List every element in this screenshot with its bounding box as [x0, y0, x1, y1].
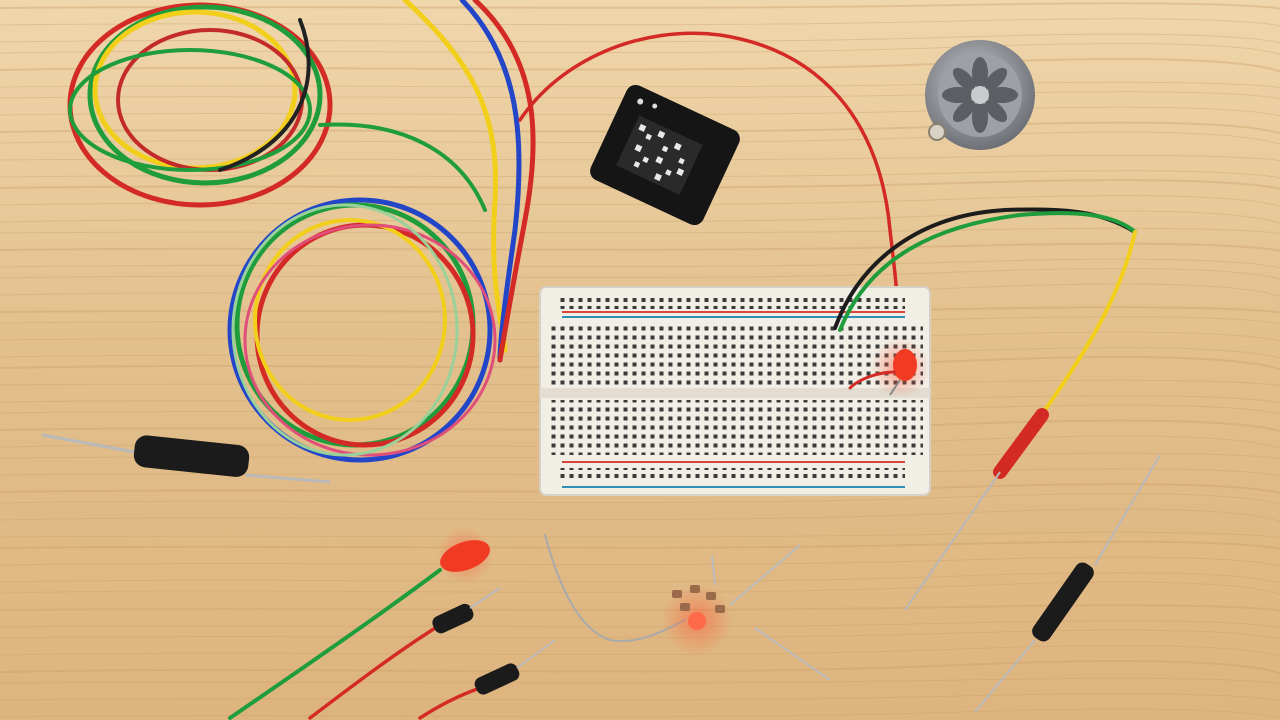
wood-grain-line	[0, 91, 1280, 100]
wood-grain-line	[0, 556, 1280, 567]
wood-grain-line	[0, 620, 1280, 629]
speaker-icon	[925, 40, 1035, 150]
wood-grain-line	[0, 242, 1280, 252]
wood-grain-line	[0, 508, 1280, 522]
wire-coil-icon	[67, 2, 333, 208]
wood-grain-line	[0, 645, 1280, 657]
led-icon	[437, 527, 493, 583]
resistor-icon	[974, 454, 1161, 713]
wood-grain-line	[0, 43, 1280, 55]
wood-grain-line	[0, 629, 1280, 640]
module-chip-icon	[590, 84, 740, 226]
resistor-icon	[432, 587, 501, 634]
wood-grain-line	[0, 33, 1280, 44]
wire-coil-icon	[227, 197, 497, 463]
wood-grain-line	[0, 604, 1280, 612]
wood-grain-line	[0, 540, 1280, 550]
wood-grain-line	[0, 2, 1280, 10]
wood-grain-line	[0, 581, 1280, 595]
led-icon	[662, 554, 732, 655]
wood-grain-line	[0, 531, 1280, 538]
wood-grain-line	[0, 572, 1280, 584]
resistor-icon	[474, 639, 556, 695]
wood-grain-line	[0, 121, 1280, 134]
wood-grain-line	[0, 179, 1280, 190]
wood-grain-line	[0, 195, 1280, 207]
wood-grain-line	[0, 493, 1280, 505]
wood-grain-line	[0, 81, 1280, 88]
led-icon	[870, 338, 930, 398]
wood-grain-line	[0, 660, 1280, 675]
wood-grain-line	[0, 693, 1280, 702]
wood-grain-line	[0, 131, 1280, 145]
breadboard-icon	[539, 286, 931, 496]
resistor-icon	[41, 433, 331, 484]
wood-grain-line	[0, 677, 1280, 684]
wood-grain-line	[0, 227, 1280, 234]
wood-grain-line	[0, 106, 1280, 117]
wood-grain-line	[0, 708, 1280, 719]
wood-grain-line	[0, 210, 1280, 224]
